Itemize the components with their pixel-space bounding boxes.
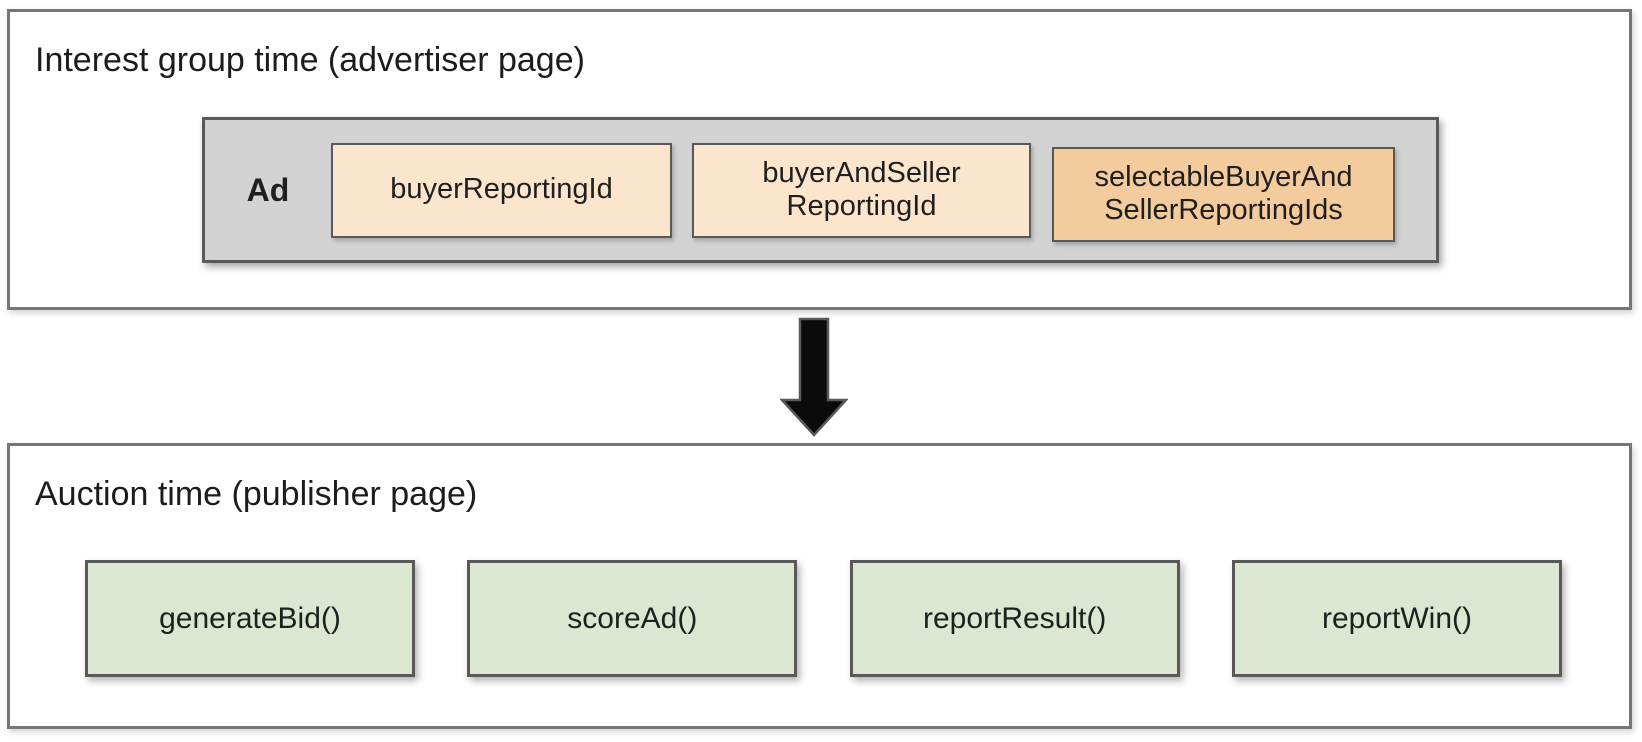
buyer-and-seller-reporting-id-box: buyerAndSeller ReportingId xyxy=(692,142,1031,238)
ad-container: Ad buyerReportingId buyerAndSeller Repor… xyxy=(202,117,1439,263)
auction-functions-row: generateBid() scoreAd() reportResult() r… xyxy=(85,560,1562,677)
down-arrow-shape xyxy=(779,317,849,437)
auction-section: Auction time (publisher page) generateBi… xyxy=(7,443,1632,729)
selectable-buyer-and-seller-reporting-ids-box: selectableBuyerAnd SellerReportingIds xyxy=(1052,146,1395,242)
auction-title: Auction time (publisher page) xyxy=(35,475,478,513)
interest-group-section: Interest group time (advertiser page) Ad… xyxy=(7,9,1632,310)
report-win-box: reportWin() xyxy=(1231,560,1562,677)
down-arrow-icon xyxy=(779,317,849,437)
report-result-box: reportResult() xyxy=(849,560,1180,677)
generate-bid-box: generateBid() xyxy=(85,560,415,677)
ad-label: Ad xyxy=(246,171,290,208)
buyer-reporting-id-box: buyerReportingId xyxy=(331,142,672,238)
interest-group-title: Interest group time (advertiser page) xyxy=(35,41,585,79)
score-ad-box: scoreAd() xyxy=(467,560,798,677)
